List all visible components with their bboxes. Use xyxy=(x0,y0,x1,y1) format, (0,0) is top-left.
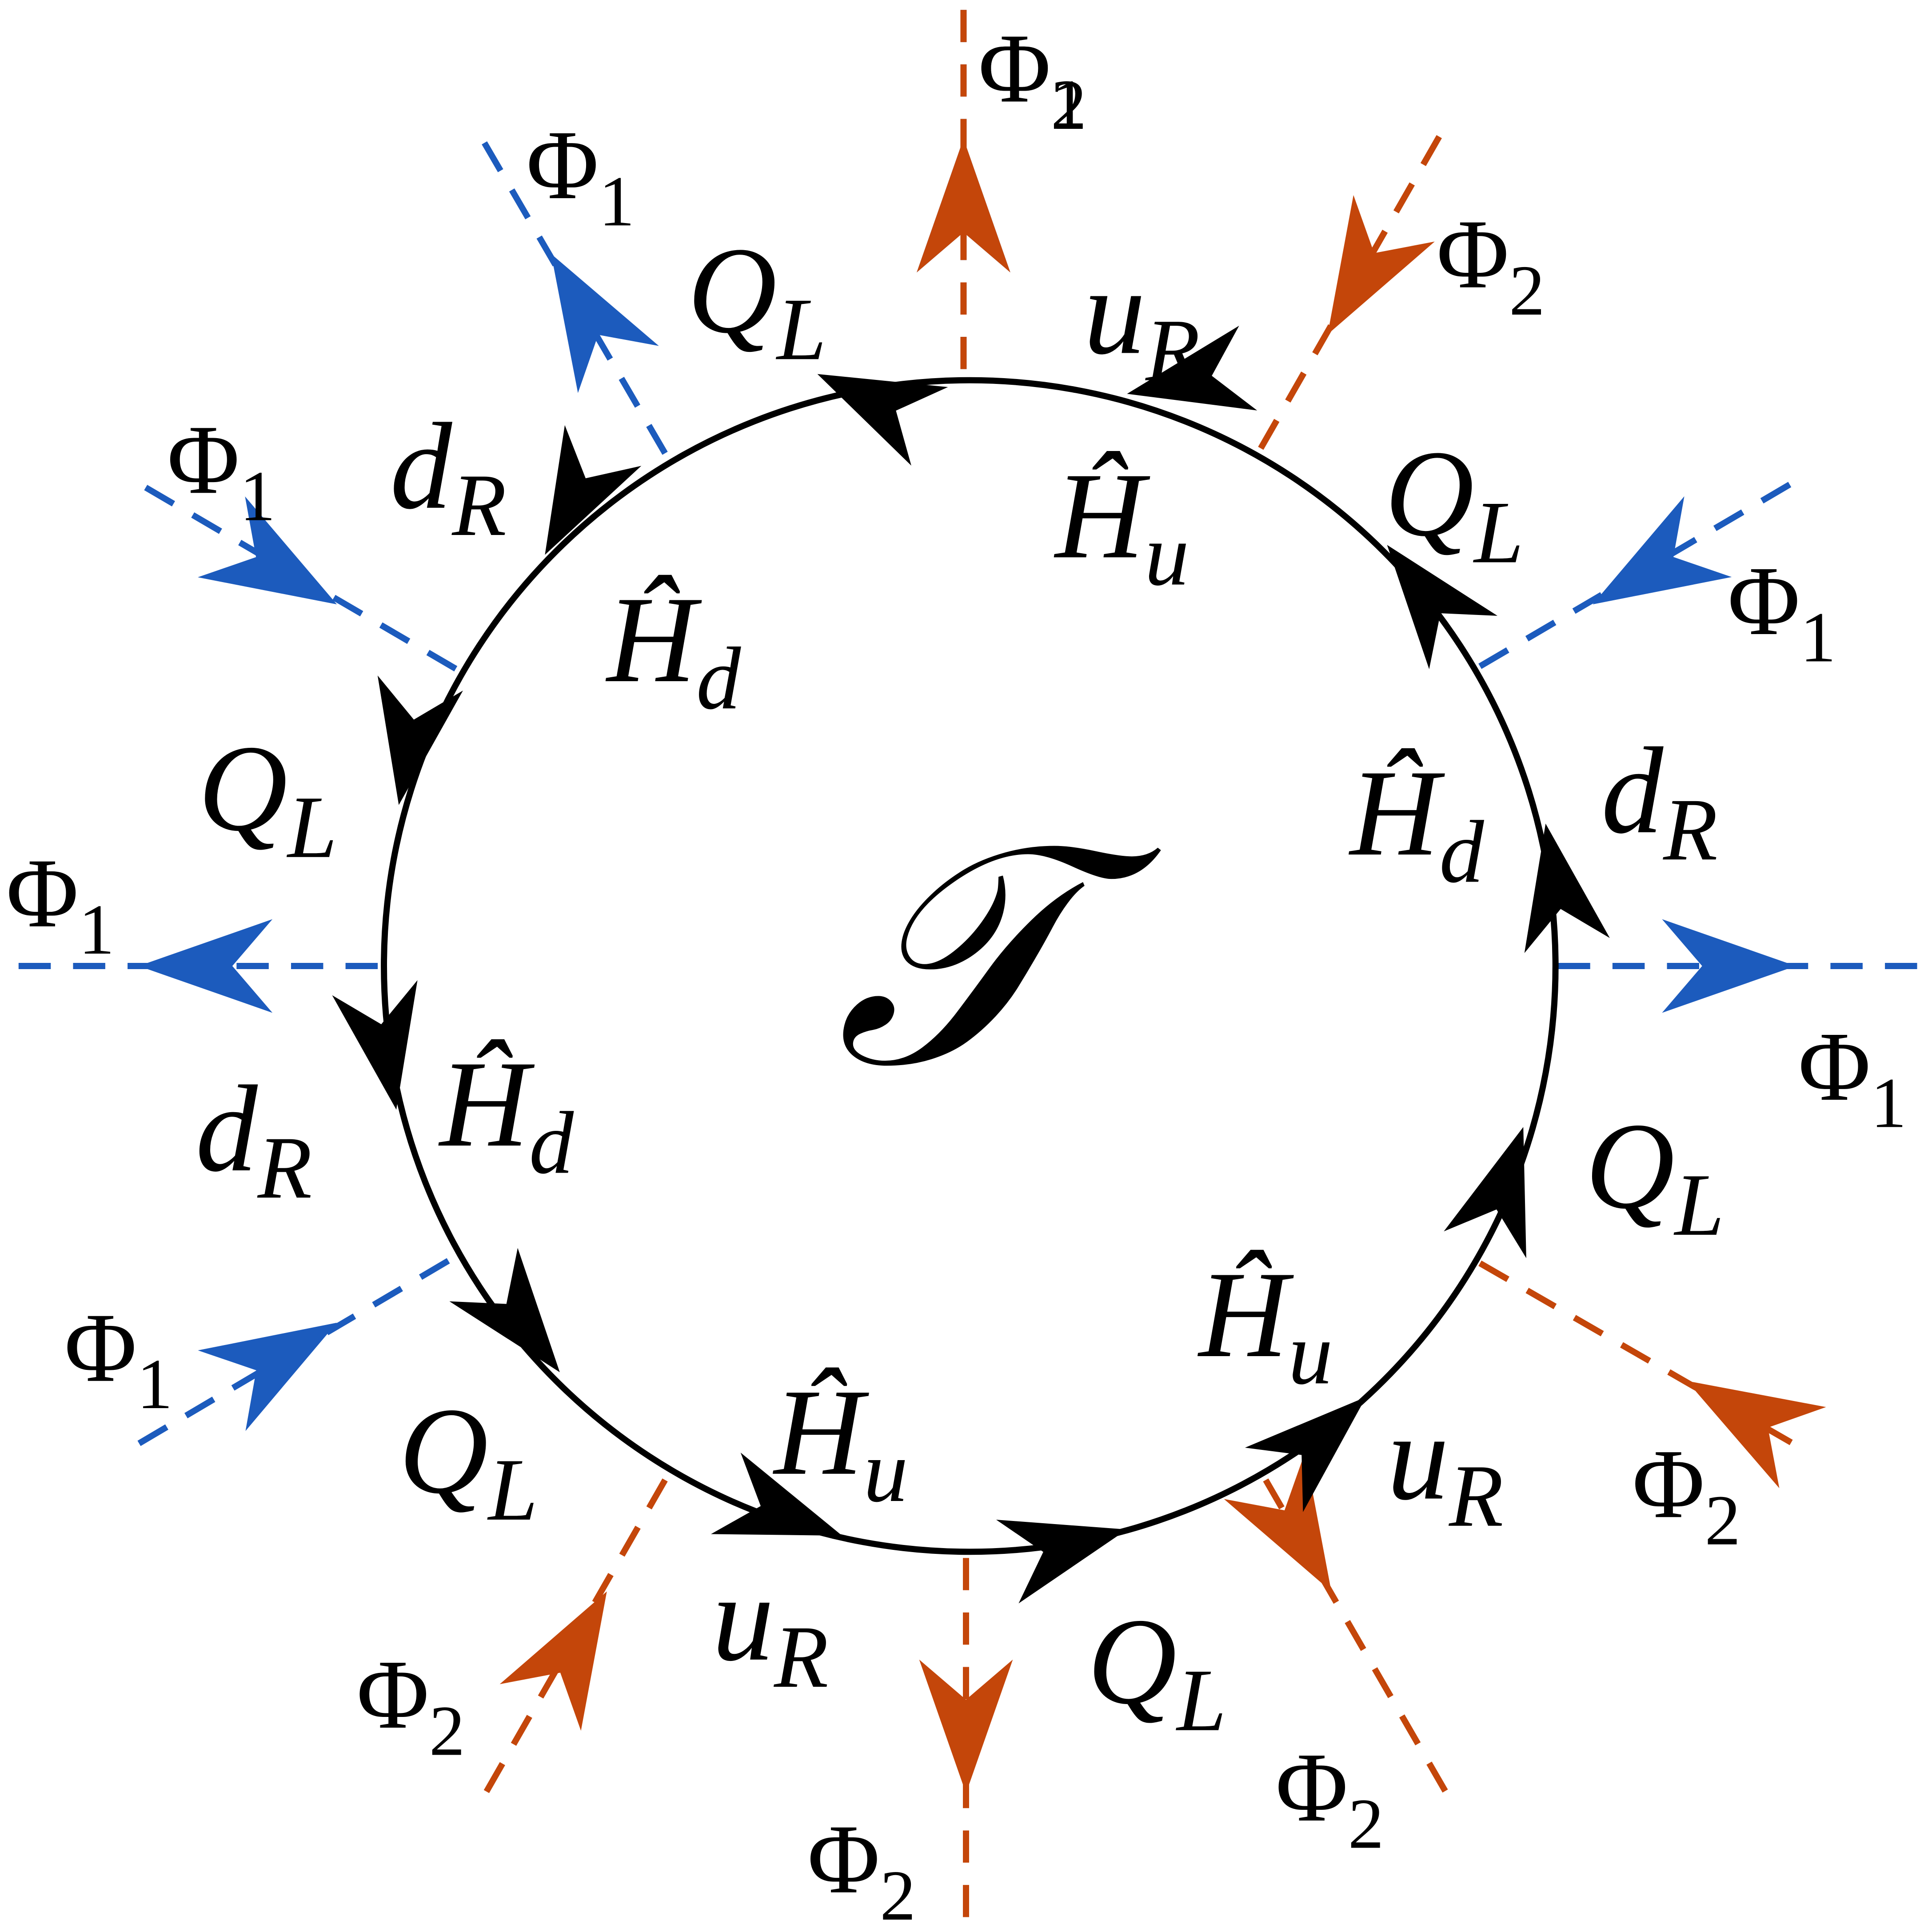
loop-arrow-7 xyxy=(996,1487,1138,1604)
external-arrow-8 xyxy=(1569,496,1732,645)
phi-label-11: Φ2 xyxy=(1633,1429,1741,1560)
phi-label-5: Φ1 xyxy=(64,1293,173,1424)
phi-label-8: Φ1 xyxy=(1728,546,1836,677)
propagator-label-5: Ĥd xyxy=(1348,745,1485,901)
propagator-label-15: QL xyxy=(198,720,337,876)
fermion-loop xyxy=(381,377,1559,1555)
propagator-label-13: Ĥd xyxy=(438,1036,574,1192)
external-arrow-4 xyxy=(198,496,361,645)
propagator-label-6: QL xyxy=(1585,1098,1724,1254)
external-arrow-10 xyxy=(1224,1452,1372,1615)
phi-label-4: Φ1 xyxy=(167,405,275,535)
propagator-label-7: uR xyxy=(1387,1389,1504,1545)
phi-label-10: Φ2 xyxy=(1276,1732,1384,1863)
phi-label-12: Φ2 xyxy=(807,1804,916,1932)
phi-label-9: Φ2 xyxy=(357,1640,465,1770)
propagator-label-3: QL xyxy=(1385,425,1524,582)
external-line-11 xyxy=(1478,1260,1800,1449)
phi-label-3: Φ2 xyxy=(1437,200,1545,330)
external-arrow-3 xyxy=(1287,195,1435,358)
propagator-label-17: Ĥd xyxy=(605,571,741,728)
propagator-label-0: QL xyxy=(687,222,826,379)
external-arrow-5 xyxy=(198,1282,361,1431)
propagator-label-16: dR xyxy=(390,398,507,555)
propagator-label-1: uR xyxy=(1084,243,1200,399)
propagator-label-2: Ĥu xyxy=(1053,447,1189,604)
propagator-label-4: dR xyxy=(1601,723,1718,879)
phi-label-0: Φ1 xyxy=(978,14,1087,144)
loop-arrow-9 xyxy=(1444,1114,1565,1258)
loop-arrow-2 xyxy=(507,425,642,575)
propagator-label-11: Ĥu xyxy=(772,1364,908,1521)
external-arrow-2 xyxy=(511,230,659,393)
phi-label-2: Φ1 xyxy=(527,110,635,241)
phi-label-1: Φ2 xyxy=(978,14,1087,144)
propagator-label-9: QL xyxy=(1087,1593,1226,1749)
phi-label-6: Φ1 xyxy=(1798,1012,1907,1142)
external-arrow-9 xyxy=(499,1568,648,1731)
propagator-label-14: dR xyxy=(196,1061,312,1217)
phi-label-7: Φ1 xyxy=(6,838,115,969)
propagator-label-12: QL xyxy=(399,1383,538,1539)
propagator-label-10: uR xyxy=(712,1550,829,1706)
center-label: 𝒯 xyxy=(835,775,1164,1136)
propagator-label-8: Ĥu xyxy=(1197,1246,1333,1403)
